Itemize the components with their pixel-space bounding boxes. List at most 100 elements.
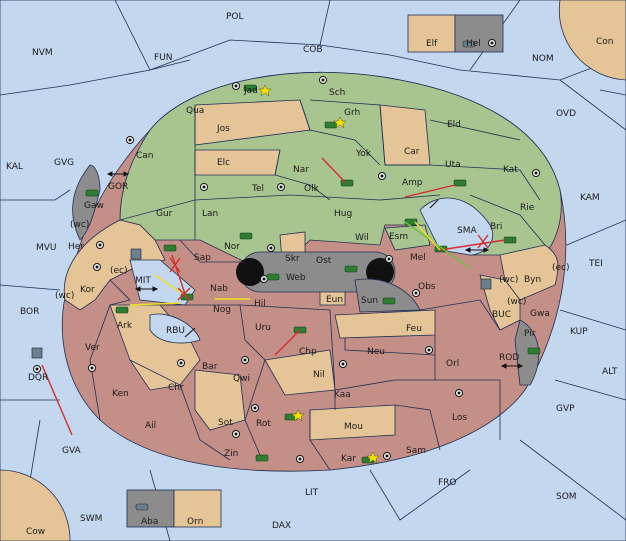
- label-bor: BOR: [20, 307, 39, 317]
- label-sam: Sam: [406, 446, 426, 456]
- fleet-icon[interactable]: [130, 248, 142, 260]
- label-wc-gwa: (wc): [507, 297, 526, 307]
- army-icon[interactable]: [527, 347, 541, 355]
- label-gaw: Gaw: [84, 201, 104, 211]
- label-rot: Rot: [256, 419, 271, 429]
- sma-sea[interactable]: [419, 197, 493, 256]
- label-qwi: Qwi: [233, 374, 250, 384]
- label-orn: Orn: [187, 517, 203, 527]
- label-mou: Mou: [344, 422, 363, 432]
- label-ec-byn: (ec): [552, 263, 570, 273]
- label-lan: Lan: [202, 209, 218, 219]
- label-eld: Eld: [447, 120, 461, 130]
- aba-region[interactable]: [126, 489, 175, 528]
- label-lit: LIT: [305, 488, 319, 498]
- label-pir: Pir: [524, 329, 536, 339]
- label-bri: Bri: [490, 222, 502, 232]
- label-uru: Uru: [255, 323, 271, 333]
- army-icon[interactable]: [266, 273, 280, 281]
- label-car: Car: [404, 147, 420, 157]
- army-icon[interactable]: [382, 297, 396, 305]
- stars: [258, 84, 380, 464]
- label-fro: FRO: [438, 478, 457, 488]
- fleet-icon[interactable]: [135, 503, 149, 511]
- label-ver: Ver: [85, 343, 100, 353]
- label-skr: Skr: [285, 254, 300, 264]
- label-web: Web: [286, 273, 306, 283]
- army-icon[interactable]: [239, 232, 253, 240]
- con-region[interactable]: [558, 0, 626, 81]
- label-orl: Orl: [446, 359, 459, 369]
- sot-region[interactable]: [194, 369, 246, 431]
- label-gvp: GVP: [556, 404, 575, 414]
- label-obs: Obs: [418, 282, 436, 292]
- army-icon[interactable]: [243, 84, 257, 92]
- label-hug: Hug: [334, 209, 352, 219]
- cow-region[interactable]: [0, 469, 71, 541]
- label-sot: Sot: [218, 418, 233, 428]
- label-wil: Wil: [355, 233, 369, 243]
- label-los: Los: [452, 413, 467, 423]
- label-nor: Nor: [224, 242, 240, 252]
- fleet-icon[interactable]: [31, 347, 43, 359]
- elc-region[interactable]: [194, 149, 281, 176]
- label-kal: KAL: [6, 162, 23, 172]
- label-cob: COB: [303, 45, 323, 55]
- label-fun: FUN: [154, 53, 173, 63]
- label-gor: GOR: [108, 182, 128, 192]
- label-sun: Sun: [361, 296, 378, 306]
- label-kar: Kar: [341, 454, 356, 464]
- label-rbu: RBU: [166, 326, 185, 336]
- label-nar: Nar: [293, 165, 309, 175]
- label-wc-her: (wc): [70, 220, 89, 230]
- orn-region[interactable]: [173, 489, 222, 528]
- label-tei: TEI: [588, 259, 603, 269]
- label-rie: Rie: [520, 203, 535, 213]
- army-icon[interactable]: [163, 244, 177, 252]
- gaw-region[interactable]: [72, 164, 101, 241]
- label-grh: Grh: [344, 108, 360, 118]
- fleets: [31, 40, 492, 511]
- label-kaa: Kaa: [334, 390, 351, 400]
- sun-region[interactable]: [354, 278, 421, 313]
- label-nvm: NVM: [32, 48, 53, 58]
- label-tel: Tel: [251, 184, 264, 194]
- label-swm: SWM: [80, 514, 102, 524]
- fleet-icon[interactable]: [462, 40, 476, 48]
- label-gvg: GVG: [54, 158, 74, 168]
- army-icon[interactable]: [453, 179, 467, 187]
- label-ail: Ail: [145, 421, 156, 431]
- army-icon[interactable]: [340, 179, 354, 187]
- label-con: Con: [596, 37, 614, 47]
- label-rod: ROD: [499, 353, 519, 363]
- label-sap: Sap: [194, 253, 211, 263]
- label-pol: POL: [226, 12, 244, 22]
- label-byn: Byn: [524, 275, 541, 285]
- pir-region[interactable]: [514, 319, 540, 386]
- label-wc-kor: (wc): [55, 291, 74, 301]
- label-nab: Nab: [210, 284, 228, 294]
- label-gva: GVA: [62, 446, 82, 456]
- byn-region[interactable]: [499, 244, 559, 301]
- label-feu: Feu: [406, 324, 422, 334]
- army-icon[interactable]: [115, 306, 129, 314]
- label-jad: Jad: [243, 86, 258, 96]
- army-icon[interactable]: [324, 121, 338, 129]
- label-mit: MIT: [135, 276, 151, 286]
- label-eun: Eun: [326, 295, 343, 305]
- label-kor: Kor: [80, 285, 95, 295]
- impassable-west: [236, 258, 264, 286]
- army-icon[interactable]: [85, 189, 99, 197]
- label-zin: Zin: [224, 449, 238, 459]
- army-icon[interactable]: [255, 454, 269, 462]
- army-icon[interactable]: [344, 265, 358, 273]
- label-ark: Ark: [117, 321, 133, 331]
- label-buc: BUC: [492, 310, 511, 320]
- label-sma: SMA: [457, 226, 477, 236]
- rbu-sea[interactable]: [149, 313, 201, 344]
- label-neu: Neu: [367, 347, 385, 357]
- fleet-icon[interactable]: [480, 278, 492, 290]
- label-wc-buc: (wc): [499, 275, 518, 285]
- army-icon[interactable]: [503, 236, 517, 244]
